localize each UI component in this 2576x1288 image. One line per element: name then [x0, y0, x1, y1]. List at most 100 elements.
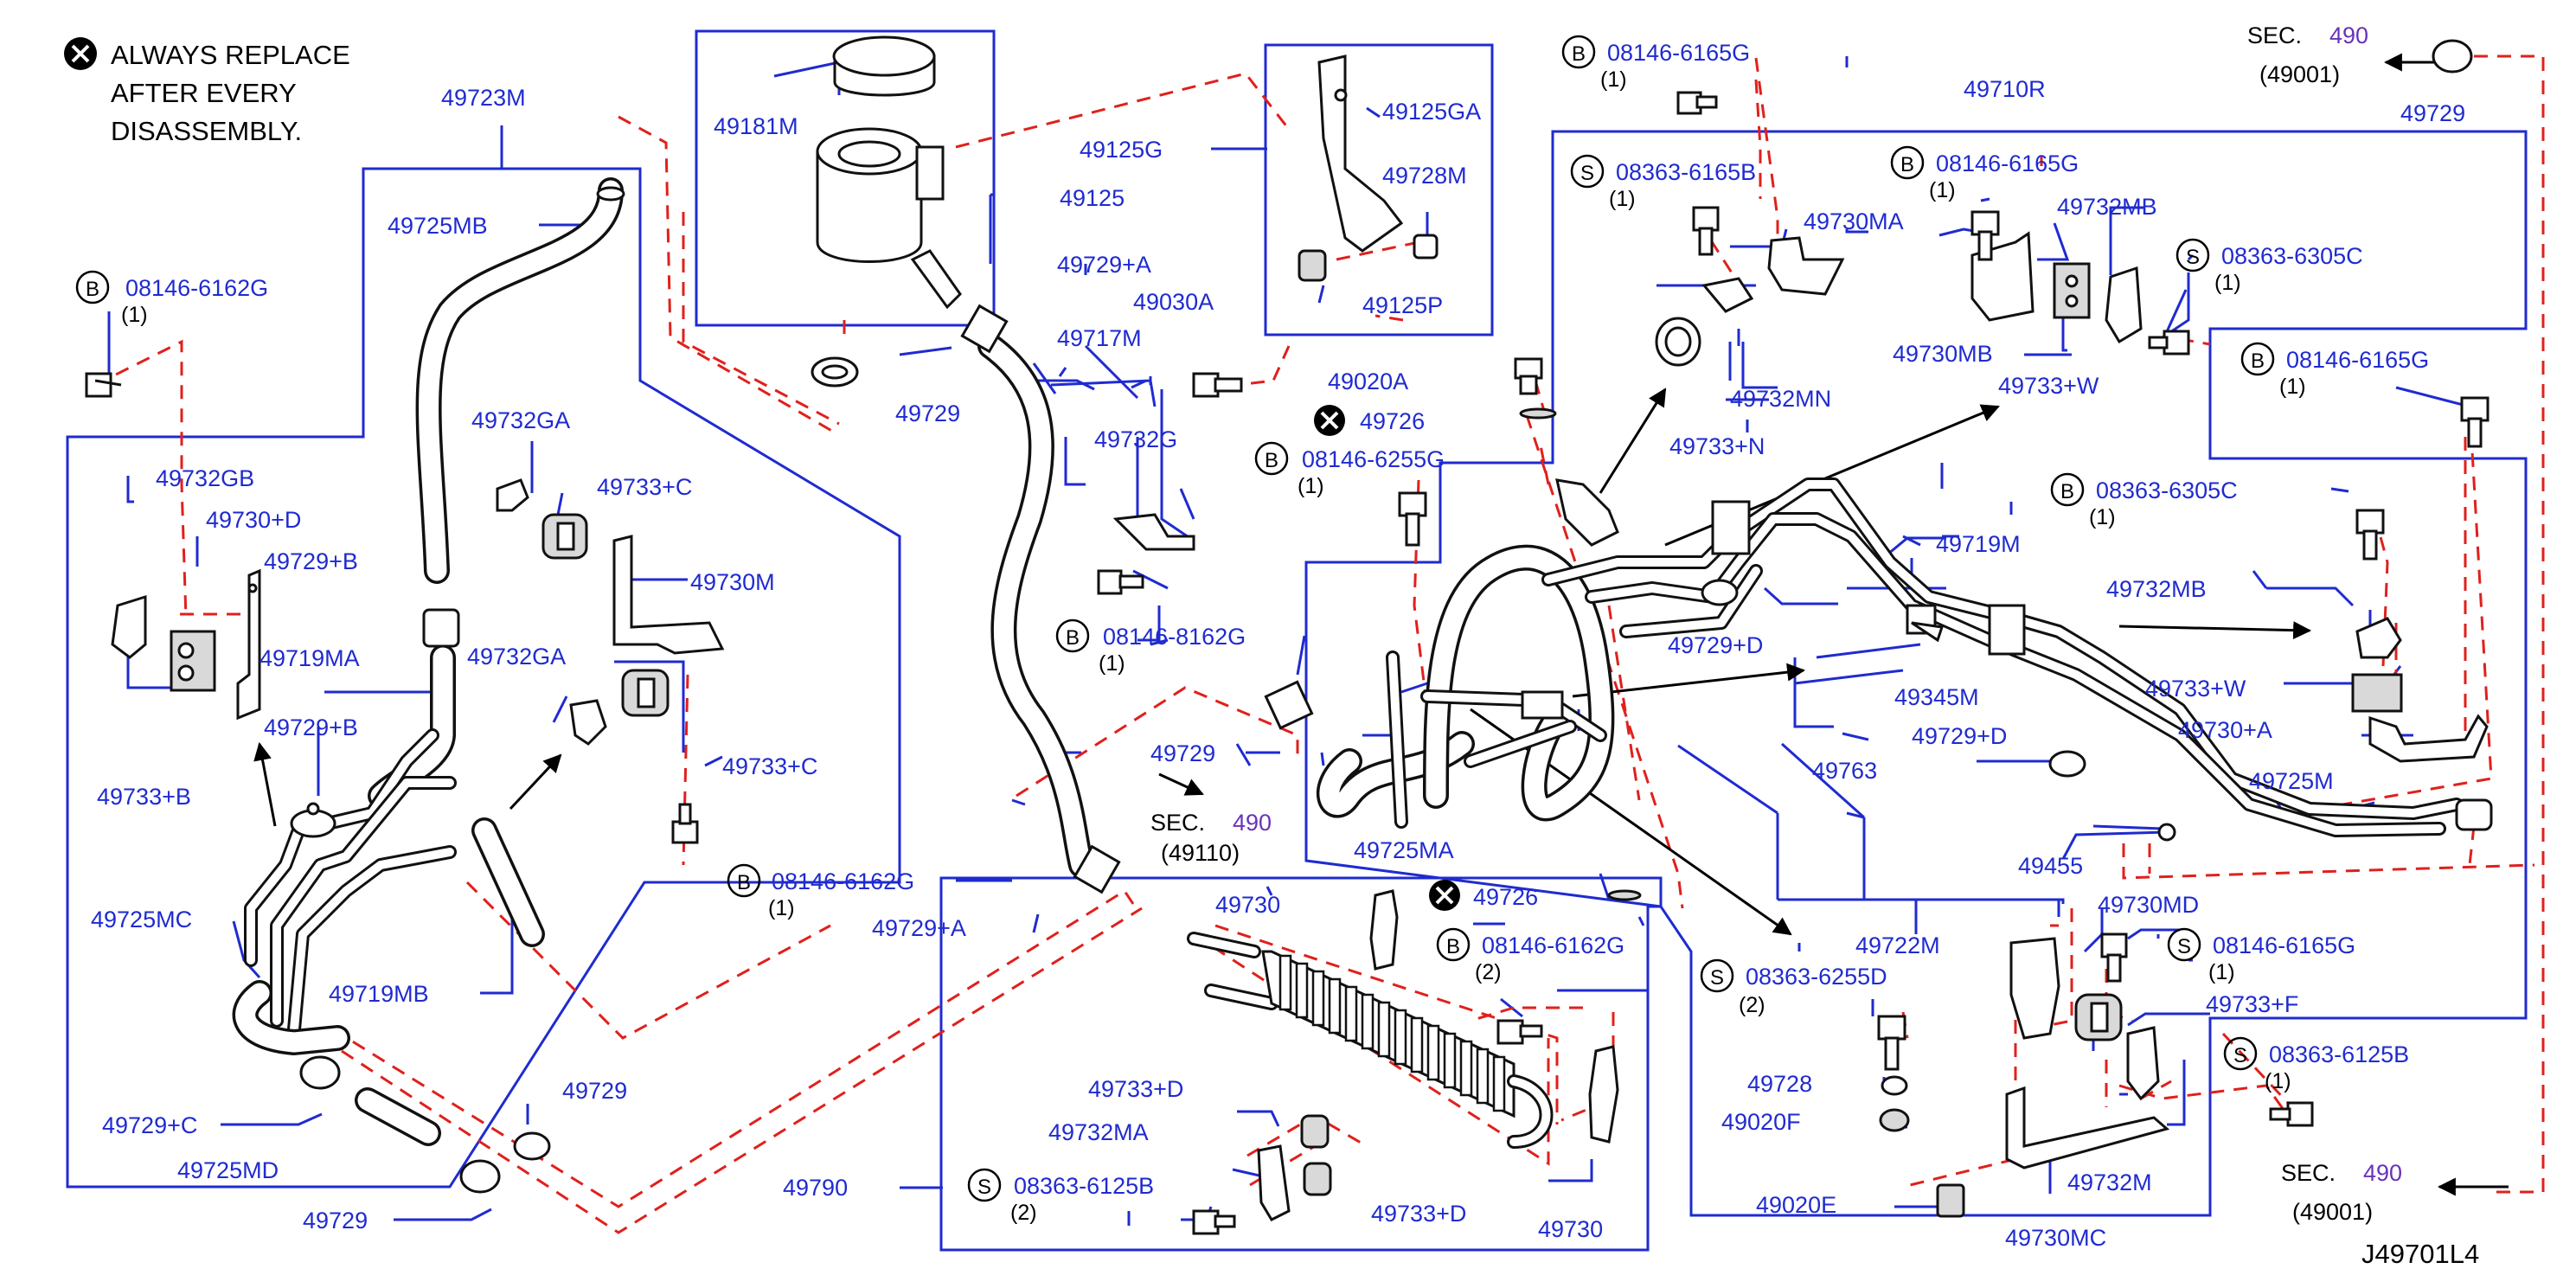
- bracket-49730m: [612, 535, 725, 655]
- svg-text:(2): (2): [1475, 960, 1502, 984]
- insulator-49733c-bottom: [621, 669, 670, 717]
- label-49730a: 49730+A: [2178, 717, 2272, 743]
- clamp-49729-top-right: [2432, 39, 2473, 74]
- grommet-49125p: [1298, 249, 1327, 282]
- cooler-fin: [1476, 1048, 1490, 1105]
- cooler-fin: [1278, 954, 1292, 1011]
- svg-text:S: S: [977, 1176, 991, 1199]
- connector-49020e: [1936, 1183, 1965, 1218]
- label-49730md: 49730MD: [2098, 892, 2199, 918]
- label-49020a: 49020A: [1328, 368, 1408, 394]
- group-49790-outline: [939, 876, 1663, 1252]
- bolt-08146-8162g: [1097, 569, 1144, 595]
- label-49733n: 49733+N: [1669, 433, 1765, 459]
- clamp-49732ma: [1257, 1144, 1291, 1221]
- label-49725mc: 49725MC: [91, 907, 192, 932]
- cooler-fin: [1426, 1024, 1440, 1081]
- cooler-fin: [1377, 1001, 1391, 1058]
- clamp-49729-reservoir: [811, 356, 859, 388]
- hose-49717m: [960, 304, 1121, 894]
- label-49710r: 49710R: [1964, 76, 2046, 102]
- label-49729a-bottom: 49729+A: [872, 915, 966, 941]
- reservoir-49125: [816, 127, 962, 310]
- cooler-fin: [1459, 1040, 1473, 1097]
- label-49030a: 49030A: [1133, 289, 1214, 315]
- label-49733c-bottom: 49733+C: [722, 753, 817, 779]
- label-sec-num-top: 490: [2329, 22, 2368, 48]
- assembly-lines: [94, 54, 2545, 1234]
- label-49733d-top: 49733+D: [1088, 1076, 1183, 1102]
- note-line-3: DISASSEMBLY.: [111, 116, 302, 146]
- svg-text:(1): (1): [121, 303, 148, 327]
- bolt-08363-6125b-bottom: [1192, 1209, 1236, 1235]
- cooler-fin: [1344, 985, 1358, 1042]
- bolt-prefix-icon: [1055, 618, 1090, 653]
- label-49020e: 49020E: [1756, 1192, 1836, 1218]
- cooler-fin: [1361, 993, 1375, 1050]
- bolt-08363-6165b: [1692, 206, 1720, 256]
- svg-text:(1): (1): [1600, 67, 1627, 92]
- bolt-08363-6305c-top: [2148, 330, 2190, 356]
- bolt-prefix-icon: [1254, 441, 1289, 476]
- label-49733w-top: 49733+W: [1998, 373, 2099, 399]
- bracket-49730mc: [2005, 1086, 2170, 1169]
- svg-text:B: B: [737, 871, 751, 894]
- label-08363-6305c-right: 08363-6305C: [2096, 477, 2238, 503]
- cooler-fin: [1328, 977, 1342, 1035]
- label-49733f: 49733+F: [2206, 991, 2298, 1017]
- svg-text:B: B: [1900, 153, 1914, 176]
- label-49729-top-right: 49729: [2400, 100, 2465, 126]
- label-49730-cooler-top: 49730: [1215, 892, 1280, 918]
- labels: 49723M 49725MB B 08146-6162G (1) 49732GB…: [75, 22, 2479, 1269]
- valve-49345m: [1906, 604, 1944, 643]
- label-49733c-top: 49733+C: [597, 474, 692, 500]
- clamp-49730ma: [1767, 236, 1845, 296]
- label-49732m: 49732M: [2067, 1169, 2152, 1195]
- label-49730-cooler-bottom: 49730: [1538, 1216, 1603, 1242]
- label-08146-6162g-left: 08146-6162G: [125, 275, 268, 301]
- label-49719mb: 49719MB: [329, 981, 429, 1007]
- cooler-fin: [1311, 970, 1325, 1027]
- label-08363-6165b: 08363-6165B: [1616, 159, 1756, 185]
- label-08146-6165g-top-center: 08146-6165G: [1607, 40, 1750, 66]
- bolt-prefix-icon: [1890, 145, 1925, 180]
- label-49455: 49455: [2018, 853, 2083, 879]
- label-sec-490-bottom: SEC.: [2281, 1160, 2336, 1186]
- label-49125ga: 49125GA: [1382, 99, 1481, 125]
- label-49732mb-top: 49732MB: [2057, 194, 2157, 220]
- svg-text:B: B: [1446, 935, 1460, 958]
- clamp-49729b: [290, 802, 336, 838]
- svg-text:(1): (1): [1929, 178, 1956, 202]
- label-49125p: 49125P: [1362, 292, 1443, 318]
- label-49181m: 49181M: [714, 113, 798, 139]
- bracket-49732gb: [111, 594, 147, 659]
- label-49719m: 49719M: [1936, 531, 2021, 557]
- label-49723m: 49723M: [441, 85, 526, 111]
- svg-text:S: S: [2186, 246, 2200, 269]
- screw-prefix-icon: [967, 1168, 1002, 1202]
- label-08146-6162g-mid: 08146-6162G: [772, 868, 914, 894]
- svg-text:B: B: [1572, 42, 1586, 66]
- label-49729b-top: 49729+B: [264, 548, 358, 574]
- svg-text:B: B: [2060, 480, 2074, 503]
- label-49725mb: 49725MB: [388, 213, 488, 239]
- clamp-49732g: [1112, 513, 1195, 551]
- svg-text:(1): (1): [2208, 960, 2235, 984]
- label-49728m: 49728M: [1382, 163, 1467, 189]
- svg-text:(1): (1): [2214, 271, 2241, 295]
- label-49722m: 49722M: [1855, 932, 1940, 958]
- bolt-08363-6255d: [1877, 1015, 1906, 1071]
- label-49730m: 49730M: [690, 569, 775, 595]
- washer-49728: [1881, 1075, 1908, 1096]
- bolt-prefix-icon: [1561, 35, 1596, 69]
- svg-text:B: B: [2251, 349, 2265, 373]
- label-49729d-bottom: 49729+D: [1912, 723, 2007, 749]
- label-08363-6125b-bottom: 08363-6125B: [1014, 1173, 1154, 1199]
- replace-note: ALWAYS REPLACE AFTER EVERY DISASSEMBLY.: [64, 37, 350, 146]
- label-49730ma: 49730MA: [1804, 208, 1904, 234]
- bolt-08363-6125b-right: [2269, 1101, 2314, 1127]
- svg-text:S: S: [1580, 162, 1594, 185]
- label-49729-bottom-left: 49729: [303, 1208, 368, 1234]
- label-08363-6305c-top: 08363-6305C: [2221, 243, 2363, 269]
